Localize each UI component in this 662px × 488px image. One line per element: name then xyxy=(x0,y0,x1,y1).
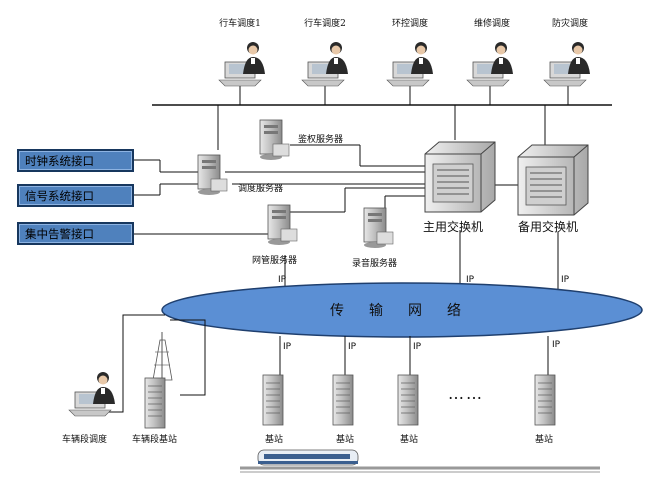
alarm-interface-box: 集中告警接口 xyxy=(17,222,134,245)
transmission-network-label: 传输网络 xyxy=(330,303,486,319)
station-label-4: 维修调度 xyxy=(473,19,511,29)
backup-switch-icon xyxy=(517,144,589,216)
main-switch-label: 主用交换机 xyxy=(423,220,484,234)
train-icon xyxy=(240,449,600,473)
dispatch-server-label: 调度服务器 xyxy=(238,184,284,194)
network-server-icon xyxy=(267,204,298,246)
segment-dispatcher-label: 车辆段调度 xyxy=(62,435,108,445)
base-station-label-1: 基站 xyxy=(265,435,284,445)
base-station-label-3: 基站 xyxy=(400,435,419,445)
maintenance-dispatcher-icon xyxy=(466,41,514,87)
network-server-label: 网管服务器 xyxy=(252,256,298,266)
segment-base-station-label: 车辆段基站 xyxy=(132,435,178,445)
backup-switch-label: 备用交换机 xyxy=(518,220,579,234)
segment-base-station-icon xyxy=(144,332,173,429)
ip-label-main-switch: IP xyxy=(466,275,475,285)
station-label-3: 环控调度 xyxy=(391,19,429,29)
record-server-label: 录音服务器 xyxy=(352,259,398,269)
transmission-network xyxy=(161,282,643,338)
record-server-icon xyxy=(363,207,394,249)
more-stations-ellipsis: …… xyxy=(448,384,484,403)
ip-label-station-3: IP xyxy=(413,342,422,352)
ip-label-station-1: IP xyxy=(283,342,292,352)
signal-interface-box: 信号系统接口 xyxy=(17,184,134,207)
base-station-4-icon xyxy=(534,374,556,426)
ip-label-station-2: IP xyxy=(348,342,357,352)
base-station-1-icon xyxy=(262,374,284,426)
base-station-label-4: 基站 xyxy=(535,435,554,445)
dispatch-server-icon xyxy=(197,154,228,196)
dispatcher-2-icon xyxy=(301,41,349,87)
main-switch-icon xyxy=(424,141,496,213)
station-label-5: 防灾调度 xyxy=(551,19,589,29)
station-label-2: 行车调度2 xyxy=(304,19,346,29)
segment-dispatcher-icon xyxy=(68,371,116,417)
ip-label-station-4: IP xyxy=(552,340,561,350)
base-station-2-icon xyxy=(332,374,354,426)
auth-server-icon xyxy=(259,119,290,161)
environment-dispatcher-icon xyxy=(386,41,434,87)
ip-label-network-server: IP xyxy=(278,275,287,285)
disaster-dispatcher-icon xyxy=(543,41,591,87)
dispatcher-1-icon xyxy=(218,41,266,87)
clock-interface-box: 时钟系统接口 xyxy=(17,149,134,172)
ip-label-backup-switch: IP xyxy=(561,275,570,285)
auth-server-label: 鉴权服务器 xyxy=(298,135,344,145)
base-station-label-2: 基站 xyxy=(336,435,355,445)
station-label-1: 行车调度1 xyxy=(219,19,261,29)
base-station-3-icon xyxy=(397,374,419,426)
